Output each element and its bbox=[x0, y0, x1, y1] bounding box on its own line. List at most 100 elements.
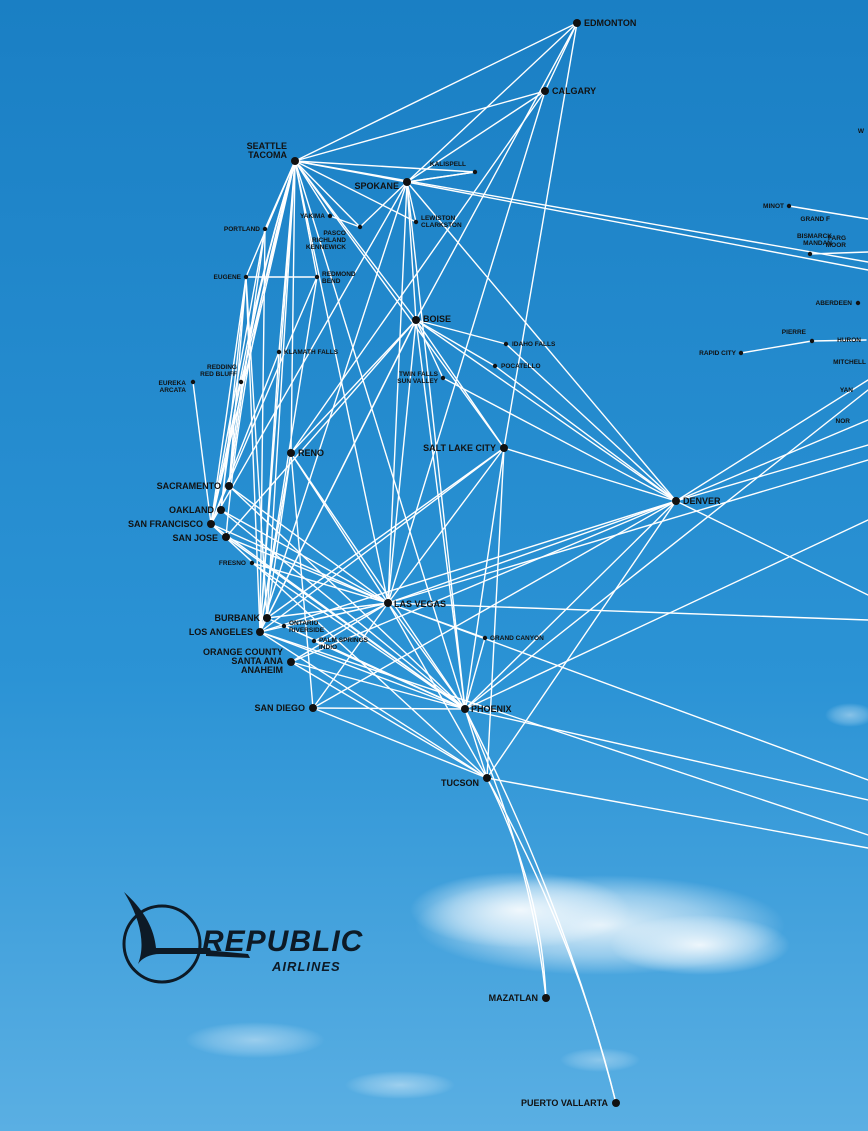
route-lasvegas-ontario bbox=[283, 602, 389, 627]
city-label-rapidcity: RAPID CITY bbox=[699, 350, 737, 357]
route-orangecounty-phoenix bbox=[290, 661, 466, 710]
city-dot-spokane bbox=[403, 178, 411, 186]
route-calgary-seattle bbox=[294, 90, 546, 162]
city-dot-sandiego bbox=[309, 704, 317, 712]
route-eugene-burbank bbox=[245, 276, 268, 619]
city-mitchell: MITCHELL bbox=[833, 359, 866, 366]
city-boise: BOISE bbox=[412, 314, 451, 324]
route-rapidcity-pierre bbox=[740, 340, 813, 354]
city-dot-mazatlan bbox=[542, 994, 550, 1002]
republic-airlines-logo: REPUBLIC AIRLINES bbox=[122, 892, 364, 984]
route-seattle-burbank bbox=[266, 160, 296, 619]
route-seattle-reno bbox=[290, 160, 296, 454]
route-eugene-sanfrancisco bbox=[210, 276, 247, 525]
city-dot-eugene bbox=[243, 274, 249, 280]
city-label-sanfrancisco: SAN FRANCISCO bbox=[128, 519, 203, 529]
route-seattle-boise bbox=[294, 160, 417, 321]
route-boise-saltlake bbox=[415, 319, 505, 449]
city-grandcanyon: GRAND CANYON bbox=[482, 635, 544, 642]
route-klamath-sanfrancisco bbox=[210, 351, 280, 525]
city-huron: HURON bbox=[837, 337, 861, 344]
city-dot-oakland bbox=[217, 506, 225, 514]
city-sandiego: SAN DIEGO bbox=[254, 703, 317, 713]
route-denver-lasvegas bbox=[387, 500, 677, 604]
city-label-lasvegas: LAS VEGAS bbox=[394, 599, 446, 609]
city-label-edgeW: W bbox=[858, 128, 865, 135]
city-label-burbank: BURBANK bbox=[215, 613, 261, 623]
city-label-saltlake: SALT LAKE CITY bbox=[423, 443, 496, 453]
route-tucson-puertovallarta bbox=[486, 777, 617, 1104]
route-spokane-east-0 bbox=[406, 181, 868, 271]
logo-name: REPUBLIC bbox=[202, 925, 364, 958]
route-phoenix-grandcanyon bbox=[464, 637, 486, 710]
city-spokane: SPOKANE bbox=[354, 178, 411, 191]
city-dot-palmsprings bbox=[311, 638, 317, 644]
route-tucson-east-9 bbox=[486, 777, 868, 849]
city-yank: YAN bbox=[840, 387, 853, 394]
city-label-yakima: YAKIMA bbox=[300, 213, 325, 220]
city-dot-rapidcity bbox=[738, 350, 744, 356]
city-dot-aberdeen bbox=[855, 300, 861, 306]
city-oakland: OAKLAND bbox=[169, 505, 225, 515]
route-denver-orangecounty bbox=[290, 500, 677, 663]
city-dot-lasvegas bbox=[384, 599, 392, 607]
route-lines bbox=[192, 22, 868, 1104]
route-boise-reno bbox=[290, 319, 417, 454]
route-denver-phoenix bbox=[464, 500, 677, 710]
route-spokane-lewiston bbox=[406, 181, 417, 223]
route-lasvegas-phoenix bbox=[387, 602, 466, 710]
route-yakima-pasco bbox=[329, 215, 361, 228]
route-seattle-saltlake bbox=[294, 160, 505, 449]
city-edgeW: W bbox=[858, 128, 865, 135]
city-dot-eureka bbox=[190, 379, 196, 385]
route-kalispell-spokane bbox=[406, 171, 476, 183]
route-edmonton-saltlake bbox=[503, 22, 578, 449]
city-dot-idahofalls bbox=[503, 341, 509, 347]
route-seattle-kalispell bbox=[294, 160, 476, 173]
city-dot-lewiston bbox=[413, 219, 419, 225]
city-label-portland: PORTLAND bbox=[224, 226, 260, 233]
city-label-mazatlan: MAZATLAN bbox=[489, 993, 538, 1003]
city-pocatello: POCATELLO bbox=[492, 363, 541, 370]
city-dot-sanfrancisco bbox=[207, 520, 215, 528]
route-calgary-reno bbox=[290, 90, 546, 454]
city-label-mitchell: MITCHELL bbox=[833, 359, 866, 366]
route-sandiego-phoenix bbox=[312, 707, 466, 710]
city-puertovallarta: PUERTO VALLARTA bbox=[521, 1098, 620, 1108]
city-label-minot: MINOT bbox=[763, 203, 784, 210]
route-phoenix-east-10 bbox=[464, 708, 868, 801]
route-saltlake-phoenix bbox=[464, 447, 505, 710]
city-burbank: BURBANK bbox=[215, 613, 271, 623]
route-calgary-lasvegas bbox=[387, 90, 546, 604]
city-dot-fresno bbox=[249, 560, 255, 566]
city-label-spokane: SPOKANE bbox=[354, 181, 399, 191]
city-saltlake: SALT LAKE CITY bbox=[423, 443, 508, 453]
city-label-aberdeen: ABERDEEN bbox=[816, 300, 853, 307]
route-pocatello-denver bbox=[494, 365, 677, 502]
city-dot-redding bbox=[238, 379, 244, 385]
city-label-losangeles: LOS ANGELES bbox=[189, 627, 253, 637]
city-tucson: TUCSON bbox=[441, 774, 491, 788]
clouds bbox=[185, 703, 868, 1099]
route-boise-phoenix bbox=[415, 319, 466, 710]
route-lasvegas-east-11 bbox=[387, 602, 868, 621]
city-label-sacramento: SACRAMENTO bbox=[157, 481, 221, 491]
route-eugene-oakland bbox=[220, 276, 247, 511]
route-lasvegas-tucson bbox=[387, 602, 488, 779]
city-dot-yakima bbox=[327, 213, 333, 219]
city-calgary: CALGARY bbox=[541, 86, 596, 96]
route-denver-east-3 bbox=[675, 379, 868, 502]
route-reno-burbank bbox=[266, 452, 292, 619]
route-eureka-sanfrancisco bbox=[192, 381, 212, 525]
